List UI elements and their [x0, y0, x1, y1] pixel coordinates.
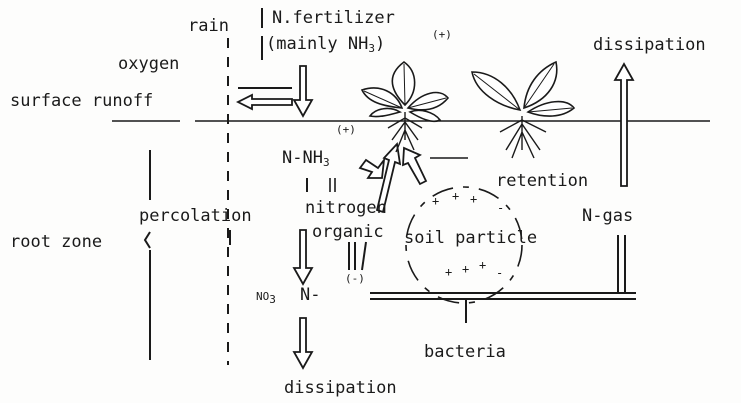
plant-left-leaf-low — [370, 109, 400, 117]
surface-runoff-label: surface runoff — [10, 91, 153, 111]
plant-right-roots — [500, 116, 546, 158]
rain-label: rain — [188, 16, 229, 36]
surface-runoff-arrow — [238, 95, 292, 109]
plant-left-leaf-low-right — [410, 110, 440, 121]
charge-plus-3: + — [470, 192, 477, 206]
root-zone-bracket-notch — [145, 232, 150, 248]
charge-minus-1: - — [497, 201, 504, 215]
charge-plus-4: + — [445, 265, 452, 279]
dissipation-down-arrow — [294, 318, 312, 368]
uptake-arrow-1 — [360, 160, 384, 178]
percolation-label: percolation — [139, 206, 252, 226]
charge-plus-1: + — [432, 194, 439, 208]
n-fertilizer-sublabel: (mainly NH3) — [266, 34, 385, 55]
charge-plus-6: + — [479, 258, 486, 272]
bacteria-label: bacteria — [424, 342, 506, 362]
soil-particle-label: soil particle — [404, 228, 537, 248]
fertilizer-down-arrow — [294, 66, 312, 116]
percolation-down-arrow — [294, 230, 312, 284]
oxygen-label: oxygen — [118, 54, 179, 74]
no3-label: NO3 — [256, 290, 276, 306]
retention-label: retention — [496, 171, 588, 191]
root-zone-label: root zone — [10, 232, 102, 252]
organic-label: organic — [312, 222, 384, 242]
plant-right — [472, 62, 574, 158]
dissipation-top-label: dissipation — [593, 35, 706, 55]
n-nh3-label: N-NH3 — [282, 148, 330, 169]
plant-left-leaf-right — [408, 93, 448, 110]
charge-minus-2: - — [496, 266, 503, 280]
charge-plus-2: + — [452, 189, 459, 203]
minus-label: (-) — [345, 272, 365, 285]
plant-left-roots — [388, 112, 422, 152]
n-fertilizer-label: N.fertilizer — [272, 8, 395, 28]
charge-plus-5: + — [462, 262, 469, 276]
plus-mid-label: (+) — [336, 123, 356, 136]
nitrogen-label: nitrogen — [305, 198, 387, 218]
organic-line-3 — [362, 242, 366, 270]
n-gas-label: N-gas — [582, 206, 633, 226]
plant-left — [362, 62, 448, 152]
uptake-arrow-3 — [403, 148, 426, 184]
dissipation-up-arrow — [615, 64, 633, 186]
n-dash-label: N- — [300, 285, 320, 305]
plus-top-label: (+) — [432, 28, 452, 41]
dissipation-bottom-label: dissipation — [284, 378, 397, 398]
